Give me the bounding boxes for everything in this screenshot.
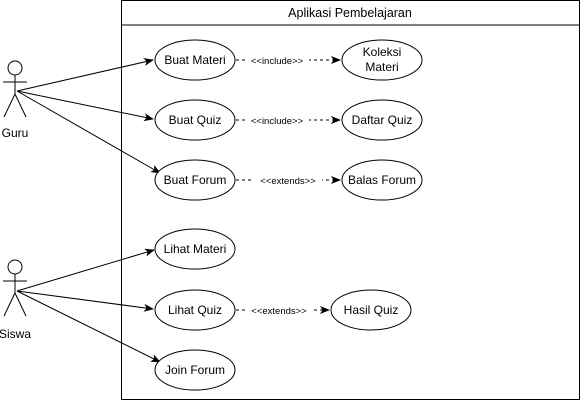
actor-guru[interactable]: Guru — [2, 60, 29, 140]
usecase-buat-materi-label: Buat Materi — [164, 53, 225, 67]
usecase-balas-forum-label: Balas Forum — [348, 173, 416, 187]
usecase-koleksi-materi-shape — [341, 39, 423, 81]
assoc-siswa-join-forum — [16, 290, 161, 363]
usecase-buat-quiz-label: Buat Quiz — [169, 113, 222, 127]
usecase-buat-forum-shape — [154, 159, 236, 201]
actor-siswa-leg-right — [14, 292, 27, 317]
usecase-daftar-quiz[interactable]: Daftar Quiz — [341, 99, 423, 141]
actor-guru-leg-right — [14, 93, 27, 118]
actor-siswa-leg-left — [3, 292, 16, 317]
usecase-hasil-quiz-label: Hasil Quiz — [344, 303, 399, 317]
dep-include-2-label-bg — [245, 114, 309, 127]
usecase-koleksi-materi-label-line1: Koleksi — [363, 45, 402, 59]
actor-siswa[interactable]: Siswa — [0, 259, 31, 341]
usecase-lihat-materi-label: Lihat Materi — [164, 242, 227, 256]
usecase-buat-materi-shape — [154, 39, 236, 81]
usecase-lihat-quiz-shape — [154, 289, 236, 331]
usecase-lihat-materi-shape — [154, 228, 236, 270]
assoc-guru-buat-quiz — [16, 90, 154, 122]
dep-extends-1-label-bg — [254, 174, 322, 187]
dep-include-1-label: <<include>> — [251, 56, 304, 67]
usecase-koleksi-materi-label-line2: Materi — [365, 60, 398, 74]
usecase-buat-forum[interactable]: Buat Forum — [154, 159, 236, 201]
usecase-join-forum[interactable]: Join Forum — [154, 349, 236, 391]
actor-guru-head — [7, 60, 23, 76]
usecase-daftar-quiz-label: Daftar Quiz — [352, 113, 413, 127]
assoc-guru-buat-forum — [16, 90, 161, 174]
system-title: Aplikasi Pembelajaran — [288, 6, 412, 20]
usecase-buat-forum-label: Buat Forum — [164, 173, 227, 187]
usecase-lihat-quiz-label: Lihat Quiz — [168, 303, 222, 317]
usecase-join-forum-shape — [154, 349, 236, 391]
usecase-buat-materi[interactable]: Buat Materi — [154, 39, 236, 81]
usecase-lihat-materi[interactable]: Lihat Materi — [154, 228, 236, 270]
usecase-koleksi-materi[interactable]: Koleksi Materi — [341, 39, 423, 81]
usecase-buat-quiz-shape — [154, 99, 236, 141]
usecase-lihat-quiz[interactable]: Lihat Quiz — [154, 289, 236, 331]
actor-guru-label: Guru — [2, 126, 29, 140]
actor-siswa-label: Siswa — [0, 327, 31, 341]
dep-extends-2-label: <<extends>> — [251, 306, 307, 317]
usecase-balas-forum-shape — [341, 159, 423, 201]
assoc-siswa-lihat-materi — [16, 248, 155, 292]
assoc-siswa-lihat-quiz — [16, 290, 154, 312]
usecase-balas-forum[interactable]: Balas Forum — [341, 159, 423, 201]
usecase-hasil-quiz-shape — [330, 289, 412, 331]
usecase-hasil-quiz[interactable]: Hasil Quiz — [330, 289, 412, 331]
actor-guru-leg-left — [3, 93, 16, 118]
dep-extends-1-label: <<extends>> — [260, 176, 316, 187]
usecase-join-forum-label: Join Forum — [165, 363, 225, 377]
usecase-daftar-quiz-shape — [341, 99, 423, 141]
assoc-guru-buat-materi — [16, 58, 154, 92]
actor-siswa-head — [7, 259, 23, 275]
usecase-buat-quiz[interactable]: Buat Quiz — [154, 99, 236, 141]
dep-include-1-label-bg — [245, 54, 309, 67]
dep-include-2-label: <<include>> — [251, 116, 304, 127]
dep-extends-2-label-bg — [245, 304, 313, 317]
